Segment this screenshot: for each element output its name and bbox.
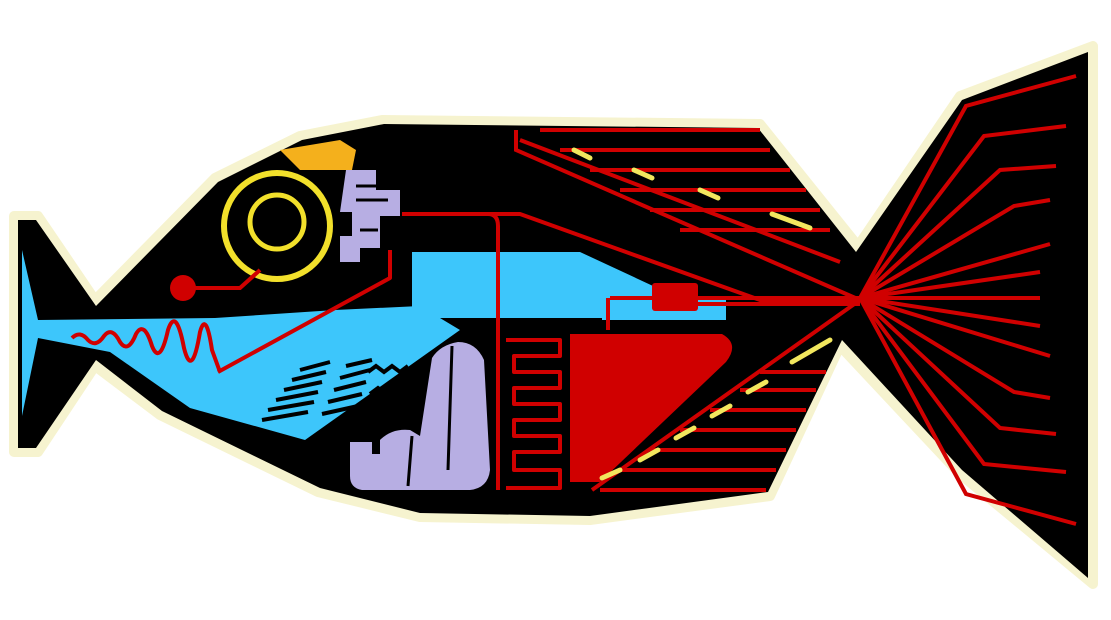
- valve-box: [652, 283, 698, 311]
- red-sensor-dot: [170, 275, 196, 301]
- gill-zigzag-3: [372, 410, 396, 416]
